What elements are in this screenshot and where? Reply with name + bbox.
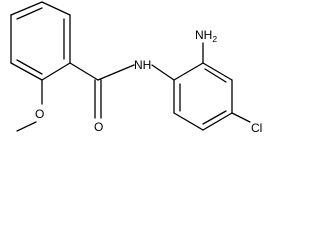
double-bond-inner <box>204 68 227 83</box>
bond <box>41 1 71 16</box>
bond <box>97 64 135 81</box>
bond <box>16 121 37 132</box>
carbonyl-oxygen-label: O <box>94 120 103 134</box>
chlorine-label: Cl <box>251 121 262 135</box>
methoxy-oxygen-label: O <box>35 107 44 121</box>
chloroaminophenyl-ring <box>173 62 233 131</box>
double-bond-inner <box>16 59 43 75</box>
bond <box>231 112 251 123</box>
bond <box>202 62 233 81</box>
double-bond-inner <box>16 7 43 20</box>
bond <box>41 62 71 81</box>
bond <box>151 64 175 81</box>
amino-nh2-label: NH2 <box>195 28 217 44</box>
bond <box>202 112 233 131</box>
bond <box>173 62 204 81</box>
structure-diagram: NH2 NH O O Cl <box>10 1 262 135</box>
bond <box>173 112 204 131</box>
bond <box>69 62 99 81</box>
methoxybenzoyl-ring <box>10 1 71 81</box>
bond <box>10 62 43 81</box>
amide-nh-label: NH <box>134 58 151 72</box>
bond <box>10 1 43 16</box>
double-bond-inner <box>202 110 227 125</box>
